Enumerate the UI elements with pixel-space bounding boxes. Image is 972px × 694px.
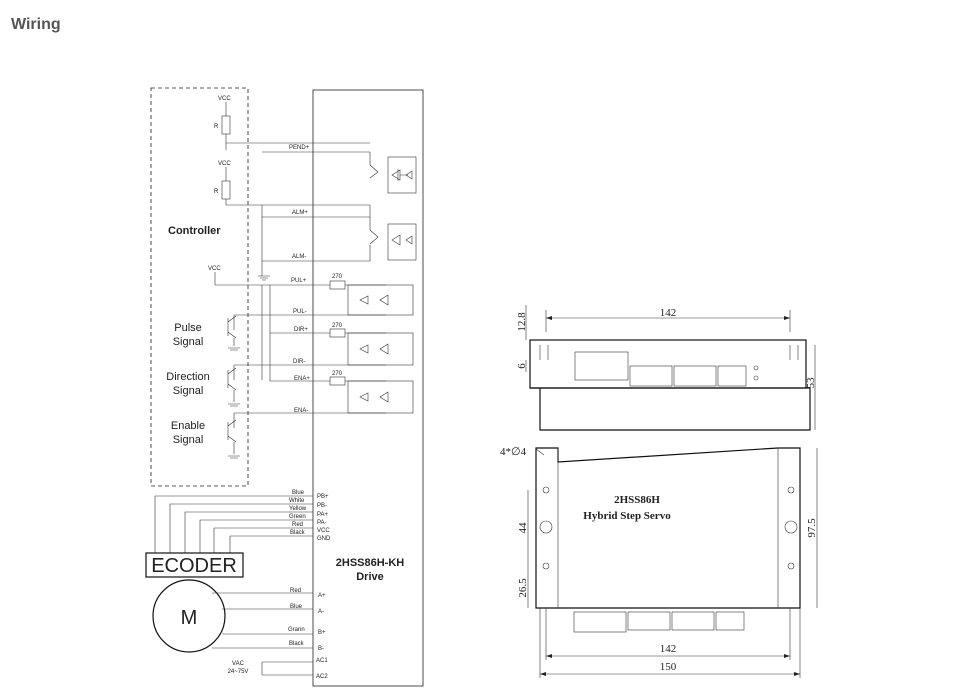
resistor-label: R xyxy=(214,189,219,195)
product-model: 2HSS86H xyxy=(614,494,660,506)
vac-range-label: 24~75V xyxy=(228,669,249,675)
power-pin-label: AC2 xyxy=(316,674,328,680)
pin-dir-minus: DIR- xyxy=(293,359,305,365)
product-name: Hybrid Step Servo xyxy=(583,510,671,522)
pin-alm-plus: ALM+ xyxy=(292,210,308,216)
motor: M Red Blue Grann Black A+ A- B+ B- xyxy=(152,579,326,653)
pin-pul-minus: PUL- xyxy=(293,309,307,315)
encoder-wiring: Blue White Yellow Green Red Black PB+ PB… xyxy=(145,490,331,578)
page-title: Wiring xyxy=(11,16,61,33)
ena-channel: 270 ENA+ ENA- xyxy=(233,333,414,428)
dim-bottom-142: 142 xyxy=(660,643,677,655)
encoder-wire-label: Yellow xyxy=(289,506,307,512)
dim-12-8: 12.8 xyxy=(516,312,528,332)
power-pin-label: AC1 xyxy=(316,658,328,664)
output-lines: PEND+ ALM+ ALM- xyxy=(258,142,371,281)
enable-label-2: Signal xyxy=(173,434,204,446)
direction-label-1: Direction xyxy=(166,371,209,383)
vcc-label: VCC xyxy=(218,96,231,102)
encoder-wire-label: White xyxy=(289,498,305,504)
optocoupler-pend xyxy=(369,156,417,194)
pulse-signal: Pulse Signal xyxy=(173,315,240,351)
enable-label-1: Enable xyxy=(171,420,205,432)
pulse-label-2: Signal xyxy=(173,336,204,348)
power-input: VAC 24~75V AC1 AC2 xyxy=(228,658,329,680)
motor-pin-label: A- xyxy=(318,609,324,615)
dir-channel: 270 DIR+ DIR- xyxy=(233,285,414,380)
encoder-pin-label: PB- xyxy=(317,503,327,509)
pullup-alm: VCC R xyxy=(214,161,262,206)
encoder-pin-label: GND xyxy=(317,536,331,542)
dim-44: 44 xyxy=(517,522,529,534)
motor-pin-label: A+ xyxy=(318,593,326,599)
motor-pin-label: B+ xyxy=(318,630,326,636)
vcc-label: VCC xyxy=(208,266,221,272)
motor-wire-label: Blue xyxy=(290,604,303,610)
dim-26-5: 26.5 xyxy=(517,578,529,598)
pin-ena-minus: ENA- xyxy=(294,408,308,414)
enable-signal: Enable Signal xyxy=(171,419,240,459)
encoder-pin-label: VCC xyxy=(317,528,330,534)
encoder-label: ECODER xyxy=(151,555,237,577)
pin-pul-plus: PUL+ xyxy=(291,278,307,284)
drive-box: 2HSS86H-KH Drive xyxy=(312,89,424,687)
resistor-label: R xyxy=(214,124,219,130)
encoder-wire-label: Green xyxy=(289,514,306,520)
motor-label: M xyxy=(181,607,198,629)
encoder-wire-label: Black xyxy=(290,530,306,536)
pul-channel: VCC 270 PUL+ PUL- xyxy=(208,266,414,380)
optocoupler-alm xyxy=(369,223,417,261)
dim-6: 6 xyxy=(516,363,528,369)
motor-wire-label: Grann xyxy=(288,627,305,633)
dim-bottom-150: 150 xyxy=(660,661,677,673)
motor-pin-label: B- xyxy=(318,646,324,652)
motor-wire-label: Red xyxy=(290,588,301,594)
hole-spec: 4*∅4 xyxy=(500,446,527,458)
pin-alm-minus: ALM- xyxy=(292,254,306,260)
vcc-label: VCC xyxy=(218,161,231,167)
controller-box: Controller xyxy=(150,87,249,487)
pullup-pend: VCC R xyxy=(214,96,262,150)
vac-label: VAC xyxy=(232,661,245,667)
pin-ena-plus: ENA+ xyxy=(294,376,310,382)
controller-label: Controller xyxy=(168,225,221,237)
direction-signal: Direction Signal xyxy=(166,367,240,407)
encoder-pin-label: PA+ xyxy=(317,512,329,518)
resistor-value: 270 xyxy=(332,323,343,329)
dim-side-width: 142 xyxy=(660,307,677,319)
encoder-wire-label: Red xyxy=(292,522,303,528)
resistor-value: 270 xyxy=(332,274,343,280)
drive-label: Drive xyxy=(356,571,384,583)
pin-dir-plus: DIR+ xyxy=(294,327,308,333)
encoder-pin-label: PB+ xyxy=(317,494,329,500)
encoder-pin-label: PA- xyxy=(317,520,327,526)
pin-pend-plus: PEND+ xyxy=(289,145,310,151)
resistor-value: 270 xyxy=(332,371,343,377)
encoder-wire-label: Blue xyxy=(292,490,305,496)
motor-wire-label: Black xyxy=(289,641,305,647)
pulse-label-1: Pulse xyxy=(174,322,202,334)
side-view: 142 12.8 6 53 xyxy=(516,305,817,431)
top-view: 4*∅4 2HSS86H Hybrid Step Servo 44 26.5 9… xyxy=(500,446,818,678)
dim-53: 53 xyxy=(805,377,817,389)
dim-97-5: 97.5 xyxy=(806,518,818,538)
direction-label-2: Signal xyxy=(173,385,204,397)
drive-model-label: 2HSS86H-KH xyxy=(336,557,405,569)
